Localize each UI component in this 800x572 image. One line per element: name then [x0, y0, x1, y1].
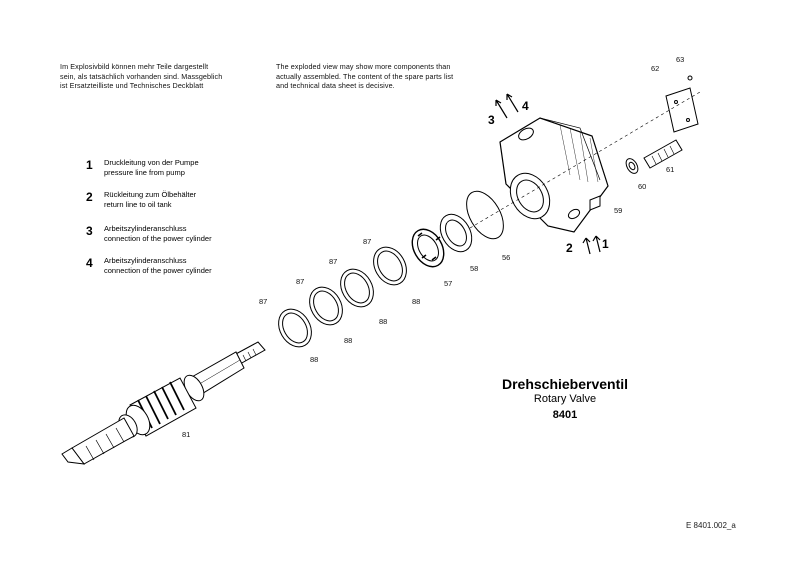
port-label-2: 2: [566, 241, 573, 255]
legend-text: Arbeitszylinderanschluss connection of t…: [104, 256, 212, 275]
ring-87-a: [309, 286, 343, 326]
ring-88-a: [278, 308, 312, 348]
oring-56: [466, 190, 504, 240]
port-label-1: 1: [602, 237, 609, 251]
label-61: 61: [666, 165, 674, 174]
washer-60: [625, 158, 639, 174]
legend-number: 1: [86, 158, 93, 172]
port-label-3: 3: [488, 113, 495, 127]
note-german: Im Explosivbild können mehr Teile darges…: [60, 62, 223, 90]
legend-number: 4: [86, 256, 93, 270]
legend-text: Arbeitszylinderanschluss connection of t…: [104, 224, 212, 243]
screw-63: [687, 75, 693, 81]
seal-58: [439, 213, 473, 253]
legend-text: Rückleitung zum Ölbehälter return line t…: [104, 190, 197, 209]
label-87-d: 87: [259, 297, 267, 306]
label-87-c: 87: [296, 277, 304, 286]
label-59: 59: [614, 206, 622, 215]
bearing-57: [411, 228, 445, 268]
port-label-4: 4: [522, 99, 529, 113]
legend-number: 3: [86, 224, 93, 238]
label-60: 60: [638, 182, 646, 191]
label-62: 62: [651, 64, 659, 73]
label-56: 56: [502, 253, 510, 262]
plate-62: [665, 87, 699, 133]
label-88-c: 88: [344, 336, 352, 345]
label-87-a: 87: [363, 237, 371, 246]
note-english: The exploded view may show more componen…: [276, 62, 454, 90]
label-58: 58: [470, 264, 478, 273]
label-81-shaft: 81: [182, 430, 190, 439]
label-87-b: 87: [329, 257, 337, 266]
ring-88-b: [340, 268, 374, 308]
shaft-81: [61, 341, 266, 465]
port-arrows: [495, 93, 601, 255]
title-code: 8401: [552, 409, 578, 421]
legend-number: 2: [86, 190, 93, 204]
label-88-a: 88: [412, 297, 420, 306]
legend-text: Druckleitung von der Pumpe pressure line…: [104, 158, 199, 177]
label-63: 63: [676, 55, 684, 64]
document-reference: E 8401.002_a: [686, 521, 736, 530]
title-german: Drehschieberventil: [501, 376, 629, 392]
label-57: 57: [444, 279, 452, 288]
label-88-b: 88: [379, 317, 387, 326]
title-english: Rotary Valve: [533, 393, 597, 405]
housing-59: [499, 117, 609, 233]
label-88-d: 88: [310, 355, 318, 364]
bolt-61: [643, 139, 683, 169]
title-block: Drehschieberventil Rotary Valve 8401: [470, 376, 660, 421]
ring-87-b: [373, 246, 407, 286]
